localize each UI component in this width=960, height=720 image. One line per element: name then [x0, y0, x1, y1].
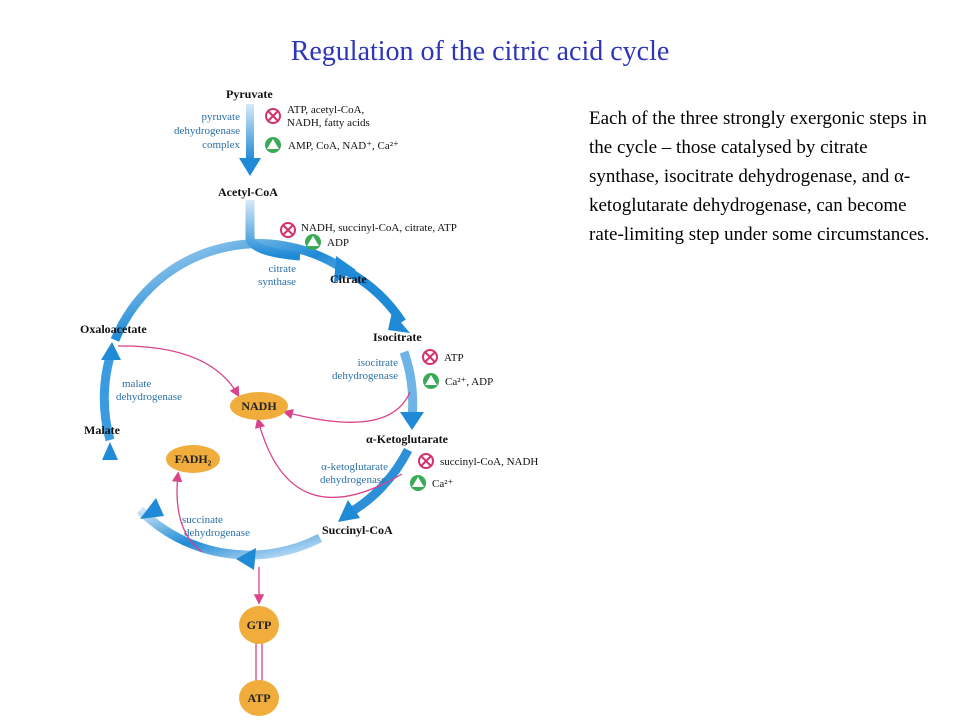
cycle-arrowhead-malate — [102, 442, 118, 460]
cycle-arrowhead-fumarate — [140, 498, 164, 519]
enzyme-pdh-line1: pyruvate — [202, 111, 241, 123]
gtp-pill: GTP — [239, 606, 279, 644]
akgdh-activators: Ca²⁺ — [432, 478, 454, 490]
cycle-arrowhead-isocitrate — [388, 312, 410, 333]
cs-activators: ADP — [327, 237, 349, 249]
metabolite-isocitrate: Isocitrate — [373, 330, 422, 344]
activator-triangle — [267, 139, 279, 149]
acetylcoa-flow-arrow — [245, 200, 301, 261]
akgdh-regulation: succinyl-CoA, NADH Ca²⁺ — [410, 453, 538, 491]
cycle-arc-oaa-to-citrate — [110, 239, 348, 342]
product-fadh2: FADH₂ — [175, 452, 212, 466]
fadh2-pill: FADH₂ — [166, 445, 220, 473]
slide-title: Regulation of the citric acid cycle — [290, 36, 670, 67]
pdh-inhibitors-line2: NADH, fatty acids — [287, 117, 370, 129]
inhibitor-cross — [420, 455, 432, 467]
cs-inhibitors: NADH, succinyl-CoA, citrate, ATP — [301, 222, 457, 234]
cs-regulation: NADH, succinyl-CoA, citrate, ATP ADP — [280, 222, 457, 250]
metabolite-malate: Malate — [84, 423, 121, 437]
activator-triangle — [307, 236, 319, 246]
inhibitor-cross — [424, 351, 436, 363]
cycle-arrowhead-akg — [400, 412, 424, 430]
enzyme-pdh-line3: complex — [202, 139, 240, 151]
enzyme-cs-line2: synthase — [258, 276, 296, 288]
activator-triangle — [425, 375, 437, 385]
cycle-ring — [99, 239, 424, 570]
metabolite-ketoglutarate: α-Ketoglutarate — [366, 432, 449, 446]
cycle-arrowhead-succinate — [236, 548, 256, 570]
gtp-atp-equilibrium — [255, 640, 263, 684]
nadh-pill: NADH — [230, 392, 288, 420]
enzyme-akgdh-line1: α-ketoglutarate — [321, 461, 388, 473]
inhibitor-cross — [282, 224, 294, 236]
enzyme-akgdh-line2: dehydrogenase — [320, 474, 386, 486]
enzyme-idh-line2: dehydrogenase — [332, 370, 398, 382]
enzyme-sdh-line1: succinate — [182, 514, 223, 526]
description-text: Each of the three strongly exergonic ste… — [589, 108, 930, 245]
cycle-arrowhead-oaa — [101, 342, 121, 360]
metabolite-oxaloacetate: Oxaloacetate — [80, 322, 147, 336]
metabolite-acetyl-coa: Acetyl-CoA — [218, 185, 278, 199]
idh-activators: Ca²⁺, ADP — [445, 376, 493, 388]
enzyme-sdh-line2: dehydrogenase — [184, 527, 250, 539]
cycle-arc-succinylcoa-to-malate — [136, 506, 323, 560]
cycle-arc-citrate-to-isocitrate — [342, 266, 406, 325]
enzyme-idh-line1: isocitrate — [358, 357, 398, 369]
malate-to-nadh-arrow — [117, 345, 240, 398]
cycle-arc-isocitrate-to-akg — [399, 350, 418, 419]
cycle-arrowhead-succinylcoa — [338, 500, 360, 522]
metabolite-succinyl-coa: Succinyl-CoA — [322, 523, 393, 537]
enzyme-mdh-line2: dehydrogenase — [116, 391, 182, 403]
idh-regulation: ATP Ca²⁺, ADP — [422, 349, 493, 389]
idh-inhibitors: ATP — [444, 352, 464, 364]
activator-triangle — [412, 477, 424, 487]
inhibitor-cross — [267, 110, 279, 122]
atp-pill: ATP — [239, 680, 279, 716]
pdh-activators: AMP, CoA, NAD⁺, Ca²⁺ — [288, 140, 399, 152]
enzyme-mdh-line1: malate — [122, 378, 151, 390]
isocitrate-to-nadh-arrow — [282, 391, 411, 423]
product-nadh: NADH — [241, 399, 277, 413]
enzyme-pdh-line2: dehydrogenase — [174, 125, 240, 137]
pdh-flow-arrowhead — [239, 158, 261, 176]
product-arrows — [117, 345, 411, 684]
enzyme-cs-line1: citrate — [269, 263, 297, 275]
succinate-to-fadh2-arrow — [172, 471, 203, 553]
akgdh-inhibitors: succinyl-CoA, NADH — [440, 456, 538, 468]
akg-to-nadh-arrow — [254, 417, 403, 498]
pdh-inhibitors-line1: ATP, acetyl-CoA, — [287, 104, 365, 116]
cycle-arrowhead-citrate — [334, 256, 356, 283]
product-atp: ATP — [247, 691, 270, 705]
metabolite-citrate: Citrate — [330, 272, 367, 286]
metabolite-pyruvate: Pyruvate — [226, 87, 273, 101]
pdh-regulation: ATP, acetyl-CoA, NADH, fatty acids AMP, … — [265, 104, 399, 153]
pdh-flow-arrow — [246, 104, 254, 160]
product-gtp: GTP — [247, 618, 272, 632]
